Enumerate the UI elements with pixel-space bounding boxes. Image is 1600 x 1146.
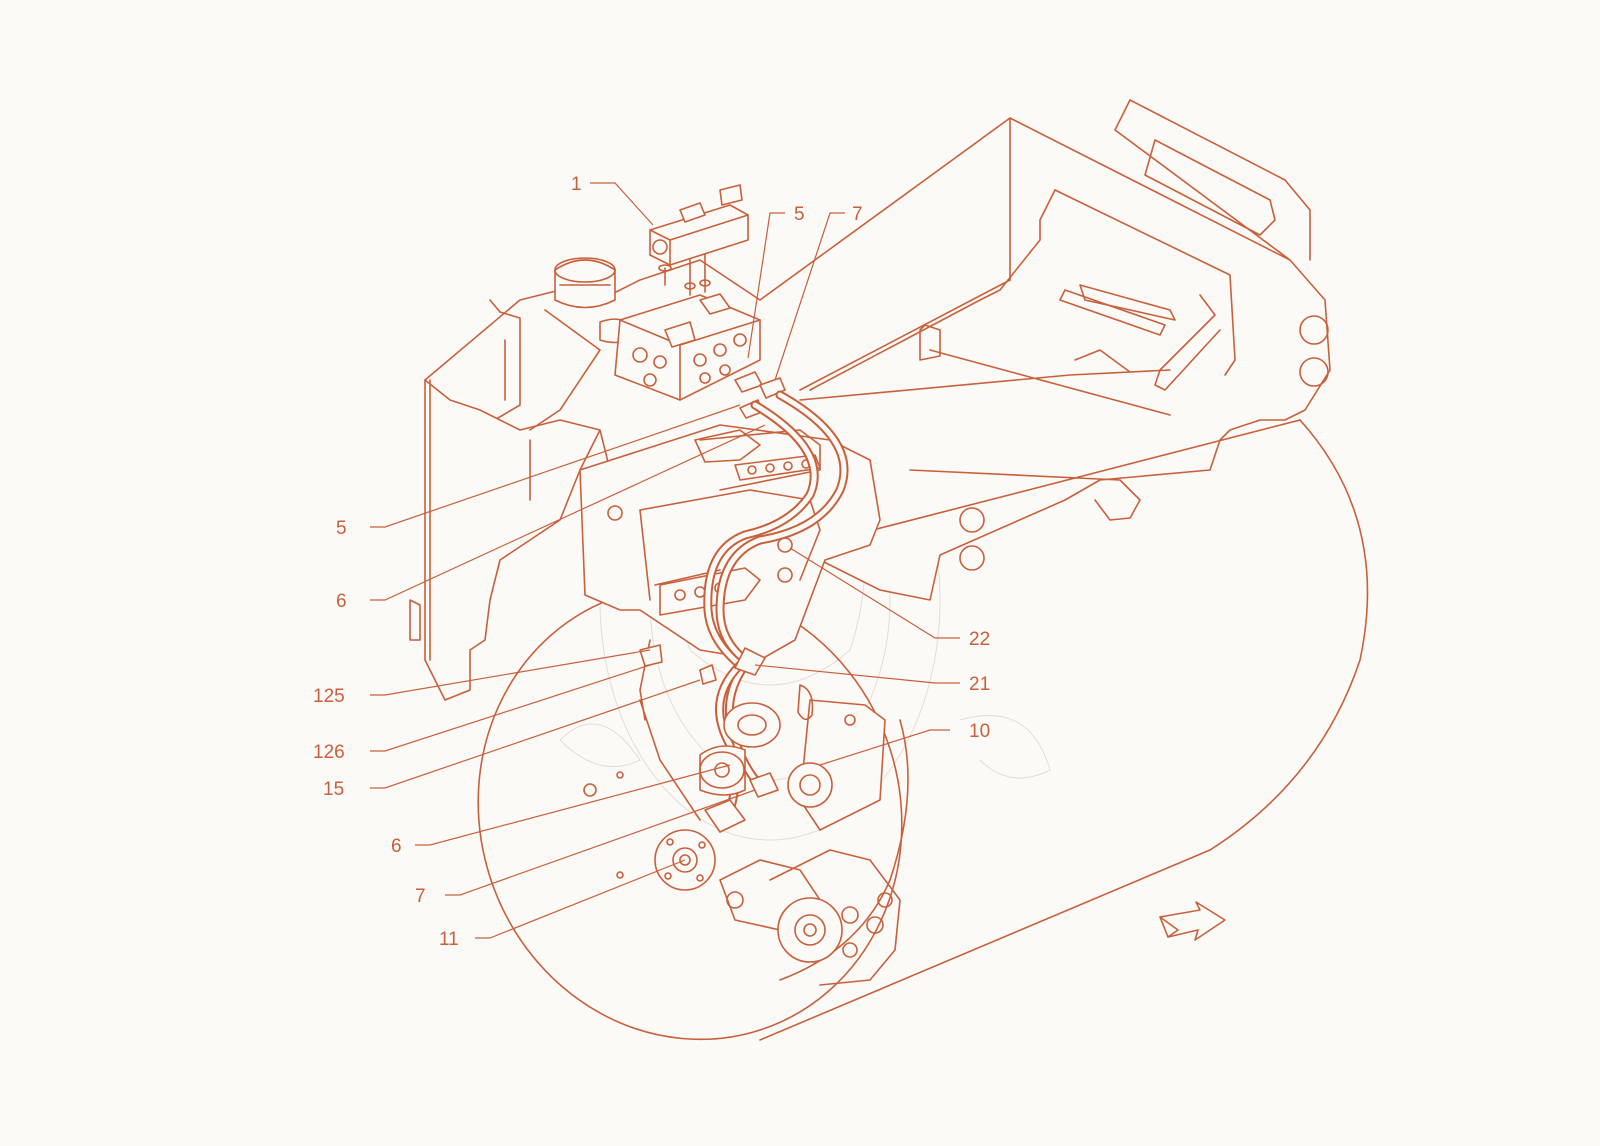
callout-21: 21 [969,674,990,695]
direction-arrow-icon [1159,901,1226,941]
callout-5-top: 5 [794,204,805,225]
leader-lines [370,182,960,939]
callout-126: 126 [313,742,345,763]
callout-15: 15 [323,779,344,800]
callout-10: 10 [969,721,990,742]
callout-125: 125 [313,686,345,707]
valve-assembly [554,184,786,419]
drive-motor-assembly [583,639,901,986]
callout-5-left: 5 [336,518,347,539]
machine-frame [409,99,1331,701]
callout-6-left: 6 [336,591,347,612]
callout-7-top: 7 [852,204,863,225]
callout-labels: 1 5 7 5 6 22 21 125 10 126 15 6 7 11 [313,174,990,950]
callout-22: 22 [969,629,990,650]
callout-1: 1 [571,174,582,195]
callout-7-lower: 7 [415,886,426,907]
callout-6-lower: 6 [391,836,402,857]
callout-11: 11 [439,929,459,950]
